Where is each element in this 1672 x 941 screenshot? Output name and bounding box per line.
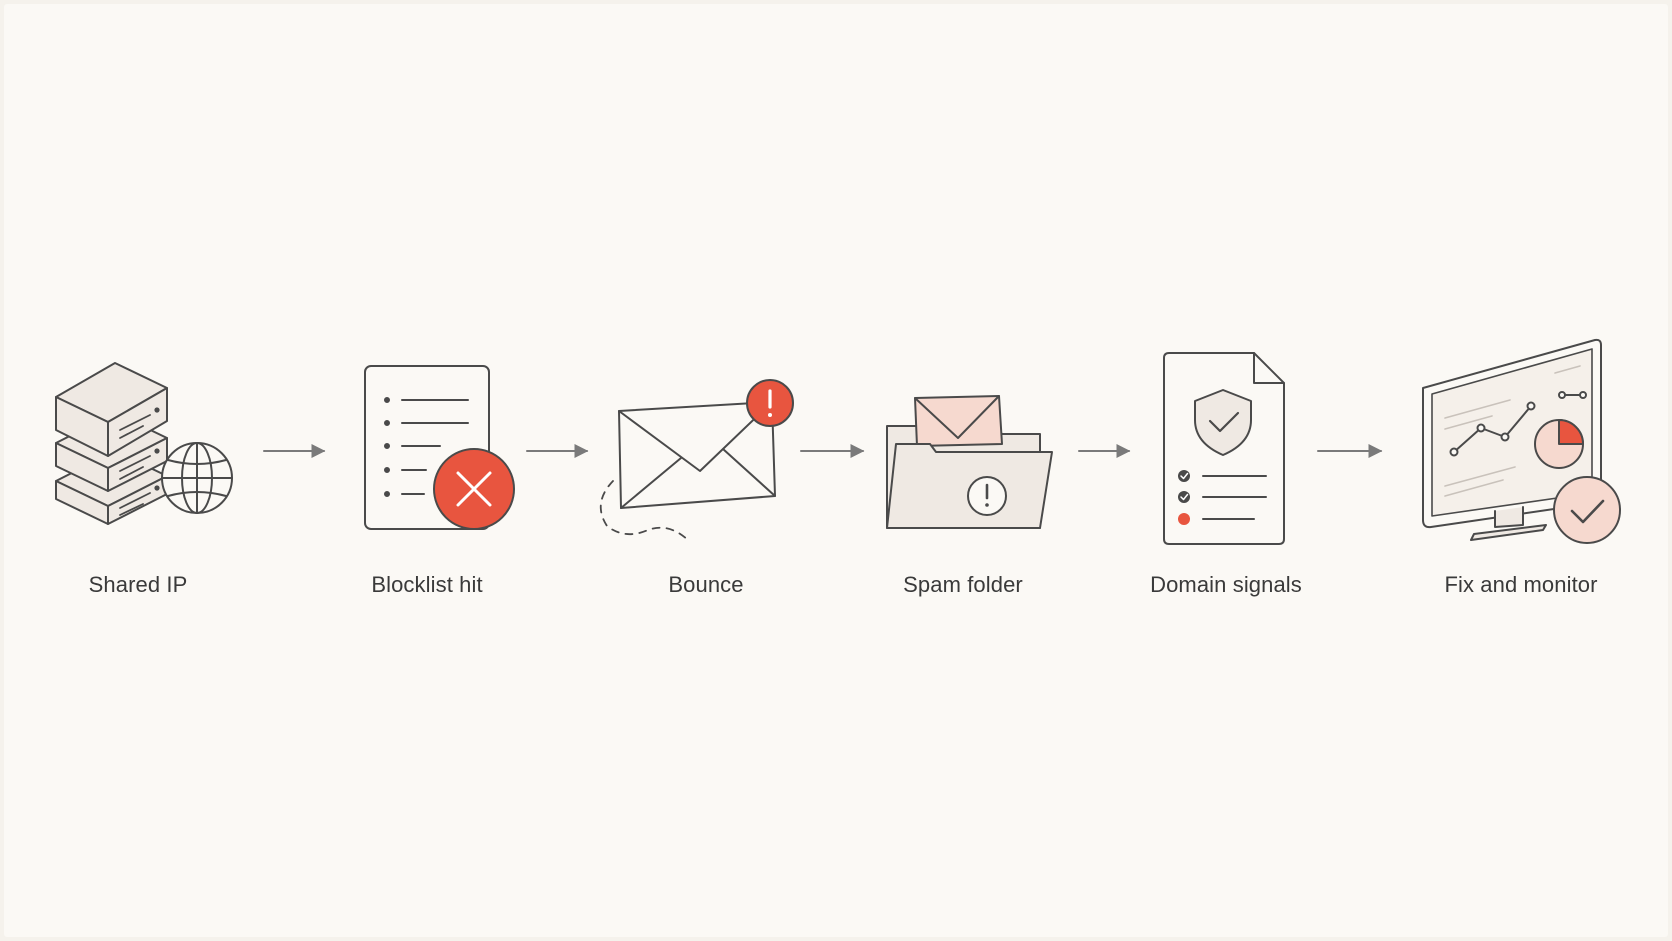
blocklist-icon <box>364 365 515 530</box>
step-label-blocklist-hit: Blocklist hit <box>371 572 483 597</box>
diagram-canvas <box>4 4 1668 937</box>
monitor-check-icon <box>1422 338 1621 544</box>
domain-signals-icon <box>1163 352 1285 545</box>
step-label-domain-signals: Domain signals <box>1150 572 1302 597</box>
step-label-bounce: Bounce <box>668 572 744 597</box>
step-label-fix-and-monitor: Fix and monitor <box>1444 572 1598 597</box>
step-label-spam-folder: Spam folder <box>903 572 1023 597</box>
server-globe-icon <box>55 362 233 525</box>
bounce-envelope-icon <box>599 379 794 543</box>
spam-folder-icon <box>886 395 1053 529</box>
step-label-shared-ip: Shared IP <box>88 572 188 597</box>
